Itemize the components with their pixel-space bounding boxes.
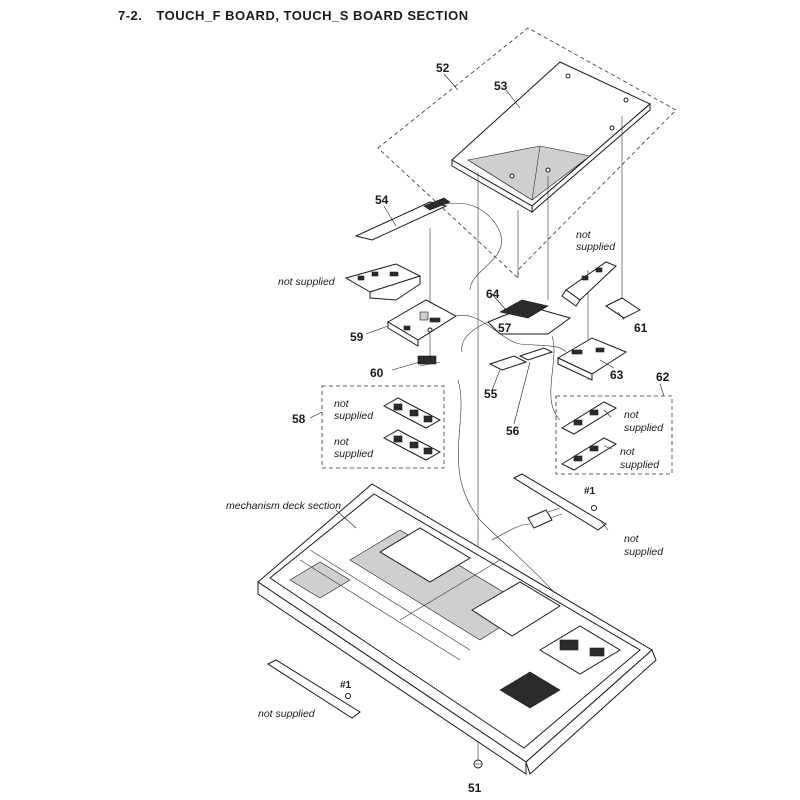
note-58b-line1: not xyxy=(334,436,350,448)
note-top-right-line2: supplied xyxy=(576,241,616,253)
strip-55 xyxy=(488,355,528,371)
label-62: 62 xyxy=(656,370,670,384)
group-58-outline xyxy=(321,385,445,469)
screw-51 xyxy=(473,759,483,769)
label-51: 51 xyxy=(468,781,482,795)
board-62a xyxy=(560,401,618,435)
note-top-right-line1: not xyxy=(576,229,592,241)
label-59: 59 xyxy=(350,330,364,344)
flex-cable-54 xyxy=(354,197,502,291)
note-58a-line2: supplied xyxy=(334,410,374,422)
bracket-left xyxy=(266,659,361,719)
label-56: 56 xyxy=(506,424,520,438)
section-title: TOUCH_F BOARD, TOUCH_S BOARD SECTION xyxy=(156,8,469,23)
part-61 xyxy=(605,297,641,319)
label-screw-right: #1 xyxy=(584,486,596,497)
label-58: 58 xyxy=(292,412,306,426)
bracket-right xyxy=(512,473,607,531)
plate-left-not-supplied xyxy=(344,263,422,301)
note-58a-line1: not xyxy=(334,398,350,410)
note-62a-line2: supplied xyxy=(624,422,664,434)
note-mechanism-deck: mechanism deck section xyxy=(226,500,341,512)
board-58a xyxy=(382,397,442,429)
section-number: 7-2. xyxy=(118,8,143,23)
note-left: not supplied xyxy=(278,276,336,288)
note-58b-line2: supplied xyxy=(334,448,374,460)
note-bracket-right-line1: not xyxy=(624,533,640,545)
note-bracket-left: not supplied xyxy=(258,708,316,720)
page-title: 7-2. TOUCH_F BOARD, TOUCH_S BOARD SECTION xyxy=(118,8,469,23)
note-62b-line1: not xyxy=(620,446,636,458)
board-58b xyxy=(382,429,442,461)
ac-plug xyxy=(491,507,563,541)
board-59 xyxy=(387,299,457,347)
touch-panel-53 xyxy=(451,61,651,214)
label-57: 57 xyxy=(498,321,512,335)
label-55: 55 xyxy=(484,387,498,401)
label-screw-left: #1 xyxy=(340,680,352,691)
board-62b xyxy=(560,437,618,471)
note-62a-line1: not xyxy=(624,409,640,421)
connector-60 xyxy=(417,355,441,367)
label-54: 54 xyxy=(375,193,389,207)
label-60: 60 xyxy=(370,366,384,380)
label-63: 63 xyxy=(610,368,624,382)
board-63 xyxy=(556,337,628,381)
group-62-outline xyxy=(555,395,673,475)
label-61: 61 xyxy=(634,321,648,335)
strip-56 xyxy=(518,347,554,361)
plate-right-not-supplied xyxy=(561,261,617,307)
label-64: 64 xyxy=(486,287,500,301)
sensor-board-57 xyxy=(461,299,572,353)
note-62b-line2: supplied xyxy=(620,459,660,471)
mechanism-deck-chassis xyxy=(257,483,657,775)
label-53: 53 xyxy=(494,79,508,93)
panel-52-outline xyxy=(377,27,677,279)
note-bracket-right-line2: supplied xyxy=(624,546,664,558)
label-52: 52 xyxy=(436,61,450,75)
